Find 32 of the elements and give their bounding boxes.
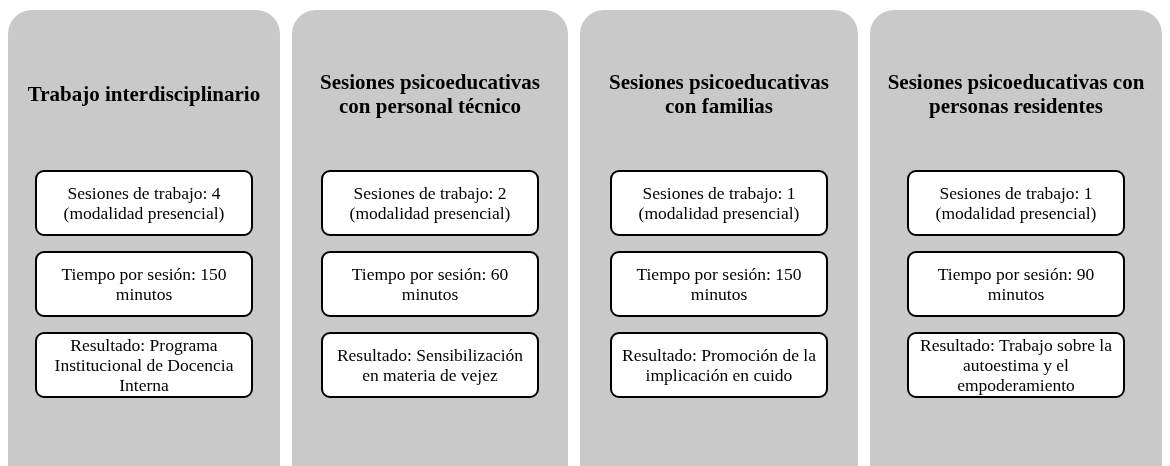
column-heading: Sesiones psicoeducativas con familias [608, 70, 830, 118]
info-text: Tiempo por sesión: 90 minutos [936, 264, 1096, 304]
info-box [35, 251, 253, 317]
info-text: Resultado: Promoción de la implicación en cuido [621, 345, 817, 385]
info-text: Tiempo por sesión: 150 minutos [60, 264, 228, 304]
column-panel [870, 10, 1162, 466]
info-box [321, 170, 539, 236]
info-text: Sesiones de trabajo: 4 (modalidad presencial) [62, 183, 226, 223]
info-text: Resultado: Trabajo sobre la autoestima y el empoderamiento [919, 335, 1113, 395]
info-text: Sesiones de trabajo: 2 (modalidad presencial) [348, 183, 512, 223]
info-box [907, 332, 1125, 398]
info-text: Resultado: Sensibilización en materia de vejez [335, 345, 525, 385]
column-panel [8, 10, 280, 466]
info-text: Sesiones de trabajo: 1 (modalidad presencial) [637, 183, 801, 223]
column-panel [292, 10, 568, 466]
info-box [907, 251, 1125, 317]
info-box [610, 251, 828, 317]
info-text: Tiempo por sesión: 150 minutos [635, 264, 803, 304]
info-box [610, 170, 828, 236]
column-heading: Sesiones psicoeducativas con personas residentes [886, 70, 1146, 118]
info-text: Resultado: Programa Institucional de Docencia Interna [53, 335, 235, 395]
info-box [321, 251, 539, 317]
column-panel [580, 10, 858, 466]
info-box [610, 332, 828, 398]
column-heading: Sesiones psicoeducativas con personal técnico [319, 70, 541, 118]
info-text: Sesiones de trabajo: 1 (modalidad presencial) [934, 183, 1098, 223]
column-heading: Trabajo interdisciplinario [27, 82, 261, 106]
info-box [35, 332, 253, 398]
info-box [35, 170, 253, 236]
info-text: Tiempo por sesión: 60 minutos [350, 264, 510, 304]
info-box [907, 170, 1125, 236]
info-box [321, 332, 539, 398]
